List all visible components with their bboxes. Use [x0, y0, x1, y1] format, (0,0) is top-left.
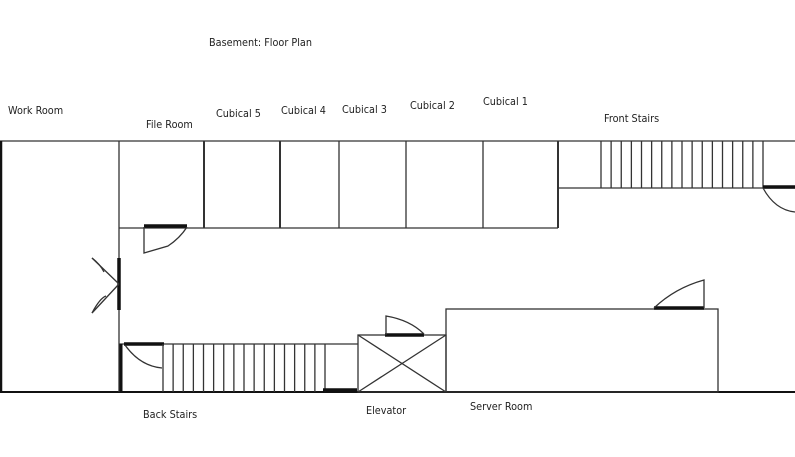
elevator-cross: [357, 334, 447, 393]
label-cubical-4: Cubical 4: [281, 104, 326, 117]
work-room-door-swing: [91, 257, 107, 314]
front-stairs-steps: [600, 141, 764, 188]
label-back-stairs: Back Stairs: [143, 408, 198, 421]
server-room-door-swing: [653, 279, 705, 309]
label-elevator: Elevator: [366, 404, 407, 417]
label-front-stairs: Front Stairs: [604, 112, 660, 125]
server-room-walls: [445, 308, 719, 393]
label-file-room: File Room: [146, 118, 193, 131]
label-server-room: Server Room: [470, 400, 533, 413]
label-cubical-3: Cubical 3: [342, 103, 387, 116]
back-stairs-door-swing: [124, 344, 163, 369]
file-room-door-swing: [143, 226, 188, 254]
label-work-room: Work Room: [8, 104, 64, 117]
front-door-swing: [762, 187, 795, 213]
label-cubical-1: Cubical 1: [483, 95, 528, 108]
elevator-door-swing: [385, 315, 425, 335]
label-cubical-5: Cubical 5: [216, 107, 261, 120]
back-stairs-steps: [162, 344, 326, 392]
label-cubical-2: Cubical 2: [410, 99, 455, 112]
page-title: Basement: Floor Plan: [209, 36, 312, 49]
work-room-door-swing: [91, 257, 120, 314]
